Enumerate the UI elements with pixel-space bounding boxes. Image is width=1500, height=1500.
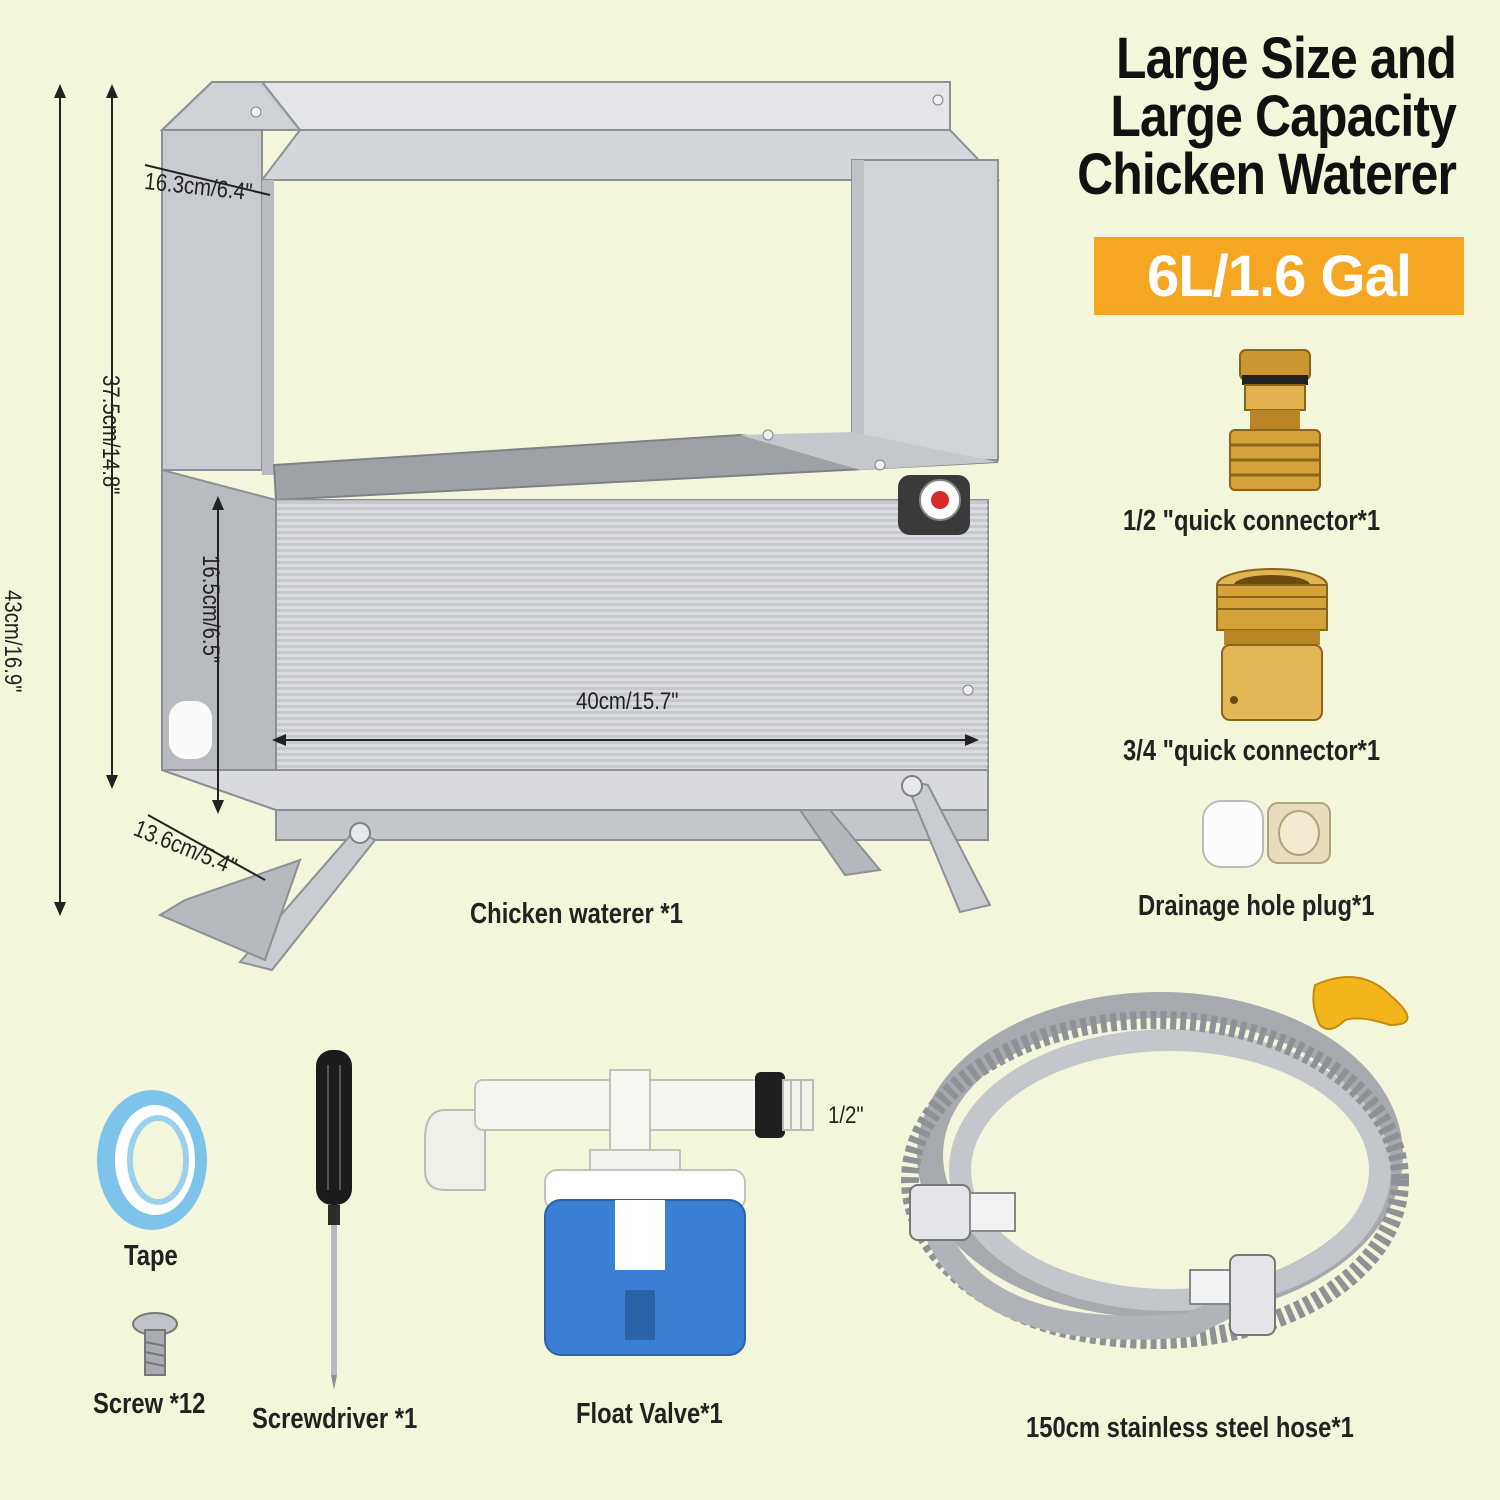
product-title: Large Size and Large Capacity Chicken Wa… — [1009, 26, 1457, 207]
chicken-waterer-image — [54, 81, 1001, 972]
hose-label: 150cm stainless steel hose*1 — [1026, 1412, 1354, 1444]
float-valve-label: Float Valve*1 — [576, 1398, 723, 1430]
three-quarter-connector-label: 3/4 "quick connector*1 — [1123, 735, 1381, 767]
three-quarter-connector-image — [1216, 568, 1328, 721]
float-valve-image — [424, 1069, 814, 1356]
tape-label: Tape — [124, 1240, 178, 1272]
screwdriver-image — [316, 1050, 352, 1390]
title-line-2: Large Capacity — [1110, 84, 1456, 149]
hose-image — [901, 976, 1409, 1349]
valve-thread-label: 1/2" — [828, 1102, 864, 1129]
half-inch-connector-label: 1/2 "quick connector*1 — [1123, 505, 1381, 537]
title-line-1: Large Size and — [1116, 26, 1457, 91]
drain-plug-label: Drainage hole plug*1 — [1138, 890, 1375, 922]
trough-height-label: 16.5cm/6.5" — [197, 555, 224, 664]
width-label: 40cm/15.7" — [576, 688, 679, 715]
title-line-3: Chicken Waterer — [1077, 142, 1457, 207]
frame-height-label: 37.5cm/14.8" — [97, 375, 124, 495]
drain-plug-image — [1202, 800, 1331, 868]
half-inch-connector-image — [1229, 349, 1321, 491]
capacity-badge: 6L/1.6 Gal — [1094, 237, 1464, 315]
screw-image — [132, 1312, 178, 1376]
chicken-waterer-label: Chicken waterer *1 — [470, 898, 683, 930]
screw-label: Screw *12 — [93, 1388, 206, 1420]
screwdriver-label: Screwdriver *1 — [252, 1403, 418, 1435]
total-height-label: 43cm/16.9" — [0, 590, 26, 693]
tape-image — [97, 1090, 207, 1230]
